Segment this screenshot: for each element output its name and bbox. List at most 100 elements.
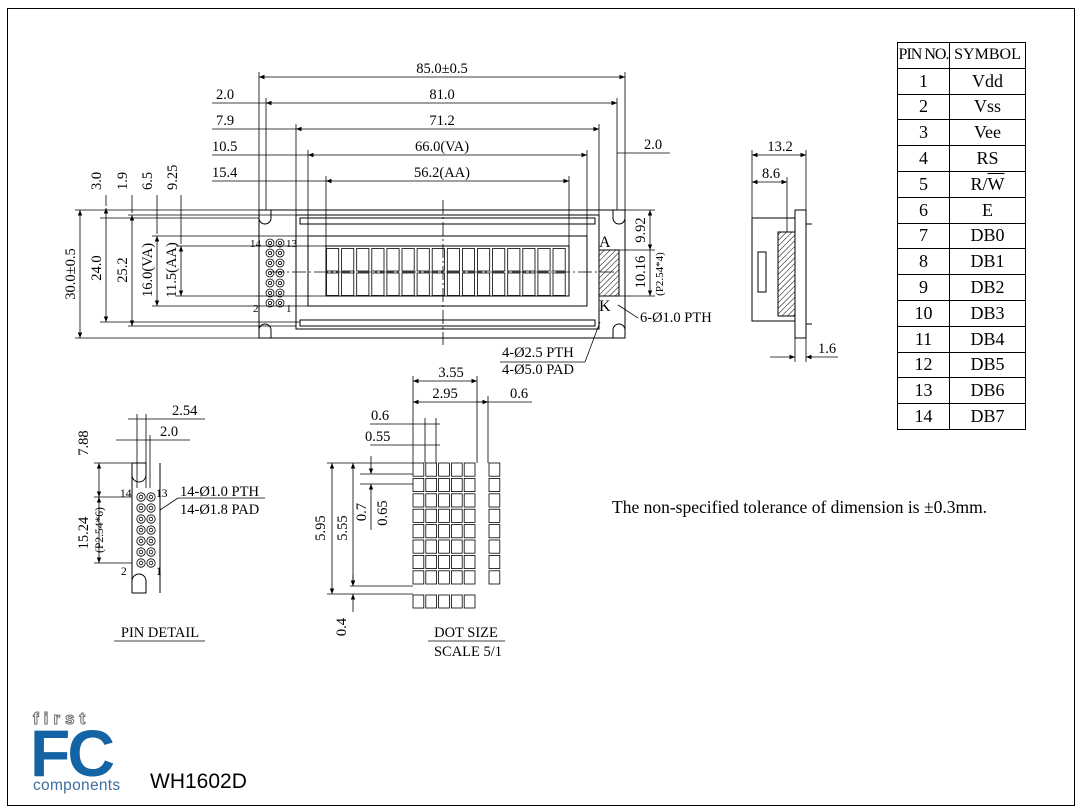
dim-side-8-6: 8.6 [762,166,780,182]
pd-pin-pad [136,514,146,524]
character-cells [326,248,566,296]
pin-hole [277,290,282,295]
pin-label-14: 14 [250,238,262,250]
dim-overall-width: 85.0±0.5 [416,61,467,77]
dot-size-labels: 3.55 2.95 0.6 0.6 0.55 5.95 5.55 0.7 0.6… [313,365,528,660]
pd-pin-pad [136,558,146,568]
dot-cell [450,462,463,477]
dim-bezel-width: 71.2 [429,113,454,129]
pin-pad [275,238,285,248]
pin-pad [265,288,275,298]
pin-number: 14 [897,403,950,430]
pd-pin-hole [138,527,144,533]
pin-hole [267,280,272,285]
char-cell [537,248,551,272]
char-cell [371,248,385,272]
next-char-dot [488,570,501,585]
dim-10-16: 10.16 [633,256,649,289]
char-cell [356,248,370,272]
header-pin-no: PIN NO. [897,42,950,69]
pd-pin-hole [138,538,144,544]
side-view-labels: 13.2 8.6 1.6 [762,139,836,357]
pin-symbol: DB1 [949,248,1026,276]
dim-7-88: 7.88 [76,430,92,455]
pin-hole [277,280,282,285]
pin-hole [267,240,272,245]
dim-2-0: 2.0 [160,424,178,440]
pd-pin-hole [148,505,154,511]
active-area [325,245,570,297]
front-view [258,200,626,345]
char-cell [371,272,385,296]
char-cell [326,248,340,272]
pin-holes [265,238,285,308]
front-view-labels: 85.0±0.5 81.0 71.2 66.0(VA) 56.2(AA) 2.0… [63,61,712,378]
dim-left-offset-1: 2.0 [216,87,234,103]
pin-number: 1 [897,67,950,95]
pin-symbol: E [949,196,1026,224]
next-char-dot [488,477,501,492]
pin-hole [277,260,282,265]
pin-hole [277,270,282,275]
pin-detail-dims [94,414,265,564]
pin-number: 7 [897,222,950,250]
dot-cell [438,462,450,477]
tolerance-note: The non-specified tolerance of dimension… [612,497,988,517]
dot-size-scale: SCALE 5/1 [434,644,502,660]
dim-side-1-6: 1.6 [818,341,836,357]
dim-0-4: 0.4 [334,617,350,636]
pin-symbol: DB2 [949,274,1026,301]
dot-cell [412,570,425,585]
cursor-dot [425,594,437,609]
char-cell [461,272,475,296]
pd-pin-label-1: 1 [156,566,162,578]
dim-left-offset-4: 15.4 [212,165,238,181]
callout-pth-large: 4-Ø2.5 PTH [502,345,574,361]
char-cell [401,248,415,272]
dot-cell [412,508,425,523]
dot-cell [425,493,437,508]
pd-pin-pad [146,558,156,568]
pd-pin-pad [146,503,156,513]
dot-size-title: DOT SIZE [434,625,498,641]
pin-pad [265,248,275,258]
front-vertical-dims [75,195,655,363]
cursor-dot [463,594,476,609]
char-cell [416,248,430,272]
cursor-dot [450,594,463,609]
char-cell [386,272,400,296]
dim-pitch-2-54: 2.54 [172,403,198,419]
dim-0-7: 0.7 [354,503,370,521]
dot-cell [425,555,437,570]
pin-hole [267,290,272,295]
pd-callout-pth: 14-Ø1.0 PTH [180,484,259,500]
char-cell [326,272,340,296]
dim-0-55: 0.55 [365,429,390,445]
dot-cell [425,524,437,539]
pin-hole [267,260,272,265]
dot-cell [425,477,437,492]
pin-symbol: DB4 [949,325,1026,353]
pin-number: 13 [897,377,950,405]
pd-pin-pad [146,536,156,546]
dim-0-6-left: 0.6 [371,408,389,424]
char-cell [341,272,355,296]
pd-pin-pad [136,503,146,513]
pin-number: 11 [897,325,950,353]
pin-label-1: 1 [286,303,292,315]
pin-symbol-prefix: R/ [970,173,988,194]
char-cell [461,248,475,272]
char-cell [552,272,566,296]
dim-5-95: 5.95 [313,515,329,540]
dot-cell [425,462,437,477]
header-symbol: SYMBOL [949,42,1026,69]
pin-pad [275,288,285,298]
char-cell [356,272,370,296]
dim-top-1-9: 1.9 [115,172,131,190]
model-number: WH1602D [150,770,247,793]
